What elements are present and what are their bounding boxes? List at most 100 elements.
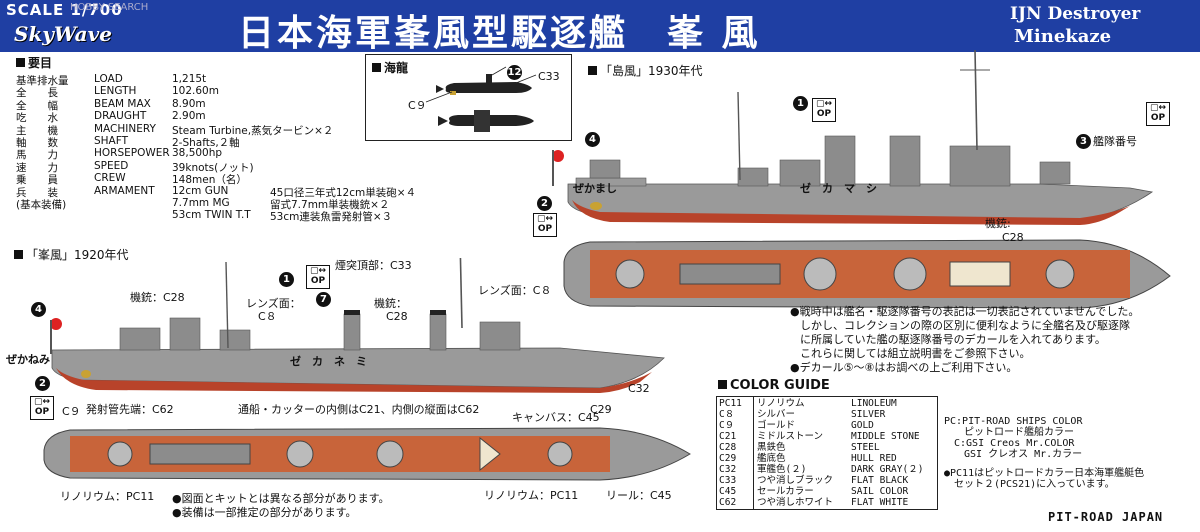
spec-val: 2.90m — [172, 110, 206, 123]
spec-jp: 全 長 — [16, 87, 58, 100]
spec-en: MACHINERY — [94, 122, 156, 135]
spec-row: 吃 水 DRAUGHT 2.90m — [16, 110, 436, 125]
label-linoleum-mid: リノリウム：PC11 — [484, 489, 579, 502]
shimakaze-drawings — [552, 50, 1171, 309]
color-jp: リノリウム — [757, 398, 805, 409]
watermark: HOBBY SEARCH — [70, 2, 149, 13]
badge-2-minekaze: 2 — [35, 376, 50, 391]
color-table-divider — [753, 397, 754, 509]
spec-val: 2-Shafts,２軸 — [172, 137, 240, 149]
color-legend: PC:PIT-ROAD SHIPS COLOR ピットロード艦船カラー C:GS… — [944, 416, 1144, 490]
label-lens-left-color: C８ — [258, 310, 277, 323]
spec-jp: 軸 数 — [16, 137, 58, 149]
shimakaze-deck-view — [563, 239, 1171, 309]
spec-val: 7.7mm MG — [172, 197, 230, 209]
spec-row: (基本装備) 7.7mm MG 留式7.7mm単装機銃×２ — [16, 197, 436, 211]
shimakaze-hull-text: ゼ カ マ シ — [800, 182, 877, 195]
legend-line-2: ピットロード艦船カラー — [944, 427, 1074, 438]
title-en-line1: IJN Destroyer — [1010, 4, 1141, 24]
spec-en: CREW — [94, 172, 126, 185]
maker-name: PIT-ROAD JAPAN — [1048, 510, 1164, 524]
header-banner — [0, 0, 1200, 52]
color-en: STEEL — [851, 442, 880, 453]
color-code: C21 — [719, 431, 737, 442]
spec-en: SPEED — [94, 159, 129, 172]
color-en: FLAT WHITE — [851, 497, 909, 508]
color-en: MIDDLE STONE — [851, 431, 920, 442]
label-c32: C32 — [628, 382, 650, 395]
color-code: C45 — [719, 486, 737, 497]
color-row: C28 黒鉄色 STEEL — [717, 443, 937, 453]
minekaze-hull-text: ゼ カ ネ ミ — [290, 355, 367, 368]
label-canvas: キャンバス：C45 — [512, 411, 600, 424]
color-row: C45 セールカラー SAIL COLOR — [717, 487, 937, 497]
spec-en: LENGTH — [94, 85, 137, 98]
legend-line-5: ●PC11はピットロードカラー日本海軍艦艇色 — [944, 468, 1145, 479]
spec-jp: 乗 員 — [16, 174, 58, 187]
spec-en: BEAM MAX — [94, 97, 151, 110]
spec-val: 102.60m — [172, 85, 219, 98]
color-code: PC11 — [719, 398, 742, 409]
color-en: SAIL COLOR — [851, 486, 909, 497]
badge-4-minekaze: 4 — [31, 302, 46, 317]
kairyu-title: 海龍 — [372, 59, 408, 76]
color-row: PC11 リノリウム LINOLEUM — [717, 399, 937, 409]
color-jp: 黒鉄色 — [757, 442, 786, 453]
kairyu-top-view — [438, 110, 534, 132]
badge-12: 12 — [507, 65, 522, 80]
spec-val: 8.90m — [172, 97, 206, 110]
color-code: C28 — [719, 442, 737, 453]
color-code: C33 — [719, 475, 737, 486]
label-reel: リール：C45 — [606, 489, 672, 502]
color-jp: 艦底色 — [757, 453, 786, 464]
spec-row: 全 幅 BEAM MAX 8.90m — [16, 97, 436, 112]
legend-line-4: GSI クレオス Mr.カラー — [944, 449, 1083, 460]
badge-1-minekaze: 1 — [279, 272, 294, 287]
spec-val: 38,500hp — [172, 147, 223, 160]
spec-en: LOAD — [94, 73, 123, 85]
color-jp: つや消しブラック — [757, 475, 834, 486]
label-linoleum-left: リノリウム：PC11 — [60, 490, 155, 503]
spec-en: HORSEPOWER — [94, 147, 170, 160]
spec-jp: 速 力 — [16, 161, 58, 174]
legend-line-3: C:GSI Creos Mr.COLOR — [944, 438, 1075, 449]
label-funnel-top: 煙突頂部：C33 — [335, 259, 412, 272]
note-line-5: ●デカール⑤～⑧はお調べの上ご利用下さい。 — [790, 361, 1018, 374]
op-badge-shimakaze-name: ▢↔OP — [812, 98, 836, 122]
spec-jp: (基本装備) — [16, 199, 67, 211]
color-en: LINOLEUM — [851, 398, 897, 409]
legend-line-6: セット２(PCS21)に入っています。 — [944, 479, 1115, 490]
minekaze-title: 「峯風」1920年代 — [14, 246, 129, 263]
minekaze-bow-name: ぜかねみ — [6, 353, 50, 366]
label-mg-mid: 機銃： — [374, 297, 407, 310]
op-badge-minekaze-name: ▢↔OP — [306, 265, 330, 289]
color-en: SILVER — [851, 409, 886, 420]
spec-row: 全 長 LENGTH 102.60m — [16, 85, 436, 100]
badge-3: 3 — [1076, 134, 1091, 149]
spec-extra: 留式7.7mm単装機銃×２ — [270, 199, 390, 211]
page-title: 日本海軍峯風型駆逐艦 峯 風 — [238, 12, 761, 54]
shimakaze-bow-name: ぜかまし — [573, 182, 617, 195]
spec-val: Steam Turbine,蒸気タービン×２ — [172, 124, 334, 137]
color-code: C８ — [719, 409, 735, 420]
label-mg-left: 機銃：C28 — [130, 291, 185, 304]
spec-jp: 全 幅 — [16, 99, 58, 112]
color-en: DARK GRAY(２) — [851, 464, 924, 475]
color-en: HULL RED — [851, 453, 897, 464]
note-line-2: しかし、コレクションの際の区別に便利なように全艦名及び駆逐隊 — [800, 319, 1130, 332]
color-jp: セールカラー — [757, 486, 814, 497]
spec-jp: 吃 水 — [16, 112, 58, 125]
spec-en: ARMAMENT — [94, 184, 155, 197]
spec-en: DRAUGHT — [94, 110, 147, 123]
badge-2-shimakaze: 2 — [537, 196, 552, 211]
shimakaze-hull-number: 3 — [1112, 163, 1125, 184]
